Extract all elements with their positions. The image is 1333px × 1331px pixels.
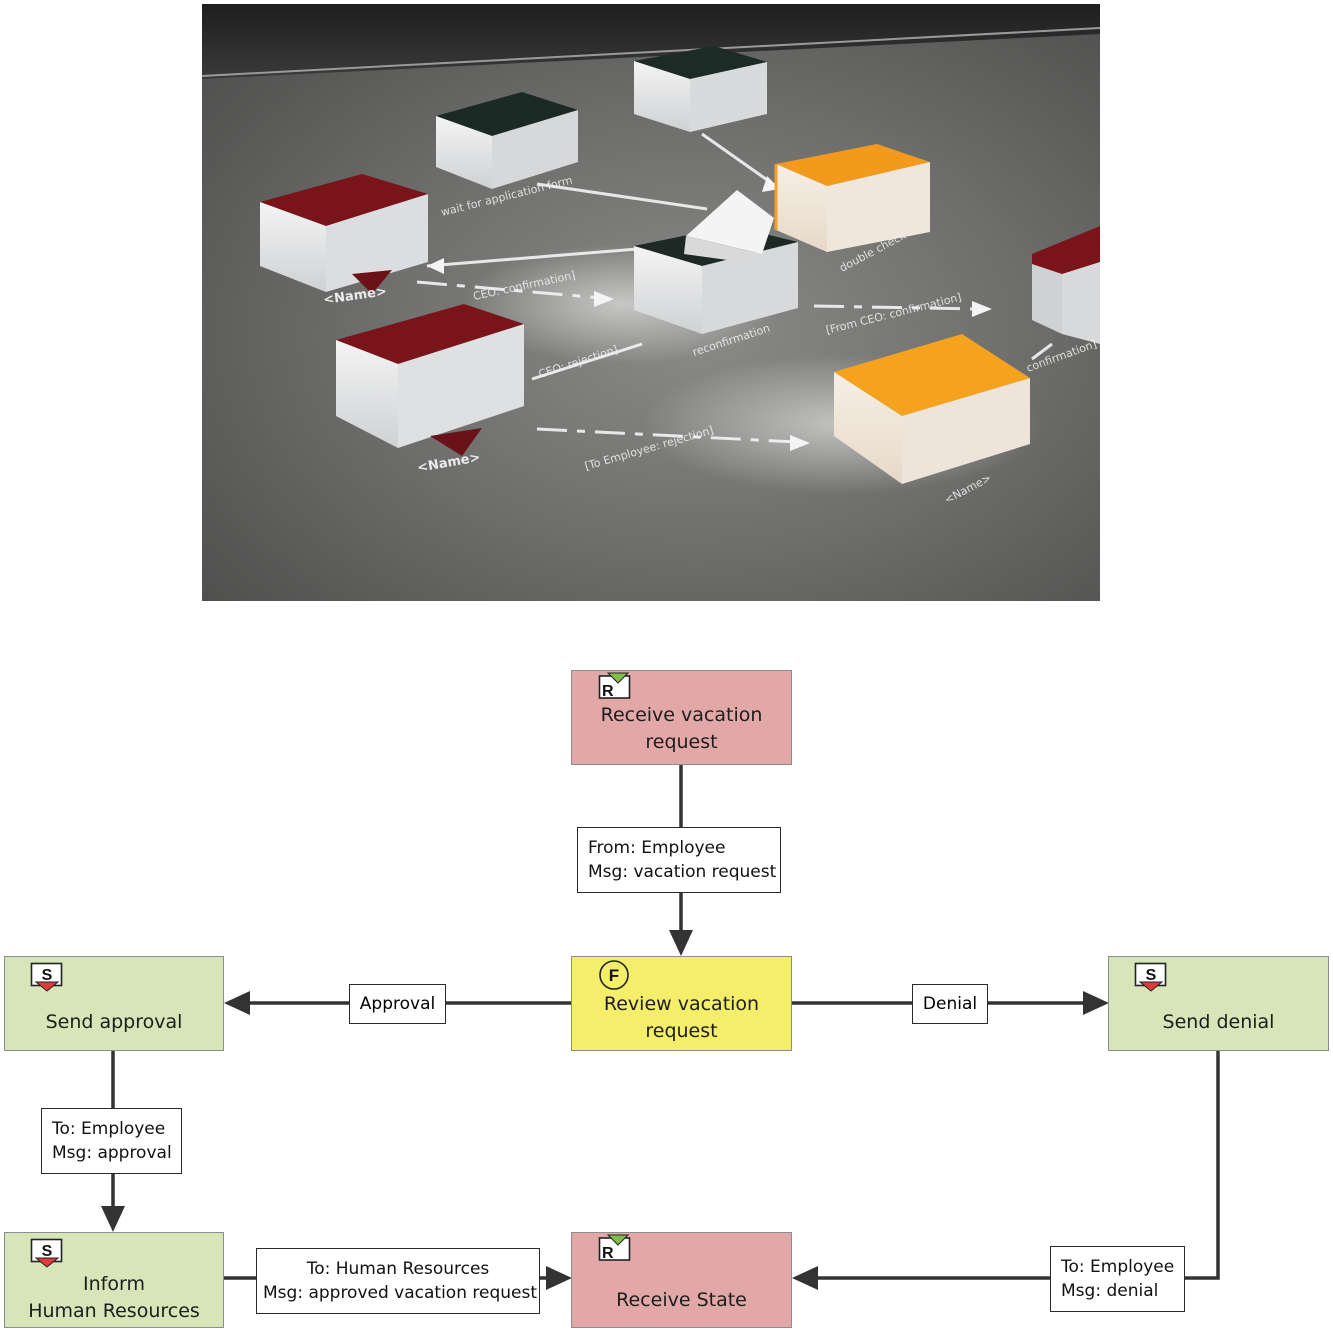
receive-badge-letter: R xyxy=(602,1245,614,1262)
node-label: Send approval xyxy=(45,1011,183,1033)
connector-send-denial-to-msg xyxy=(1184,1050,1220,1280)
function-circle-icon: F xyxy=(599,960,629,990)
message-line: To: Employee xyxy=(1061,1257,1175,1277)
function-badge-letter: F xyxy=(609,966,619,985)
arrowhead-to-receive-state-right xyxy=(792,1266,818,1290)
decision-label: Approval xyxy=(359,994,436,1014)
arrowhead-to-review xyxy=(669,930,693,956)
message-line: To: Human Resources xyxy=(306,1259,490,1279)
node-label: Receive State xyxy=(616,1288,747,1311)
decision-denial[interactable]: Denial xyxy=(912,984,988,1024)
tabletop-photo: wait for application form double check <… xyxy=(202,4,1100,601)
node-label: Receive vacation request xyxy=(600,703,763,753)
message-to-employee-denial[interactable]: To: Employee Msg: denial xyxy=(1050,1246,1185,1312)
send-badge-letter: S xyxy=(42,967,53,984)
message-line: Msg: denial xyxy=(1061,1281,1159,1301)
send-badge-letter: S xyxy=(1146,967,1157,984)
send-badge-letter: S xyxy=(42,1243,53,1260)
message-to-employee-approval[interactable]: To: Employee Msg: approval xyxy=(41,1108,182,1174)
message-line: Msg: approval xyxy=(52,1143,172,1163)
message-line: Msg: approved vacation request xyxy=(263,1283,538,1303)
node-send-approval[interactable]: Send approval xyxy=(4,956,224,1051)
node-label: Review vacation request xyxy=(603,992,760,1042)
send-envelope-icon: S xyxy=(30,962,63,992)
decision-approval[interactable]: Approval xyxy=(349,984,446,1024)
arrowhead-to-send-denial xyxy=(1083,991,1109,1015)
tabletop-scene: wait for application form double check <… xyxy=(202,4,1100,507)
message-to-human-resources[interactable]: To: Human Resources Msg: approved vacati… xyxy=(256,1248,540,1314)
arrowhead-to-send-approval xyxy=(224,991,250,1015)
node-label: Inform Human Resources xyxy=(28,1273,200,1322)
send-envelope-icon: S xyxy=(1134,962,1167,992)
arrowhead-to-inform-hr xyxy=(101,1206,125,1232)
node-send-denial[interactable]: Send denial xyxy=(1108,956,1329,1051)
message-line: From: Employee xyxy=(588,838,726,858)
message-line: To: Employee xyxy=(52,1119,166,1139)
decision-label: Denial xyxy=(922,994,978,1014)
receive-envelope-icon: R xyxy=(598,672,631,700)
arrowhead-to-receive-state-left xyxy=(546,1266,572,1290)
message-line: Msg: vacation request xyxy=(588,862,777,882)
send-envelope-icon: S xyxy=(30,1238,63,1268)
receive-badge-letter: R xyxy=(602,683,614,700)
node-label: Send denial xyxy=(1162,1011,1275,1033)
message-from-employee[interactable]: From: Employee Msg: vacation request xyxy=(577,827,781,893)
receive-envelope-icon: R xyxy=(598,1234,631,1262)
node-review-vacation-request[interactable]: Review vacation request xyxy=(571,956,792,1051)
